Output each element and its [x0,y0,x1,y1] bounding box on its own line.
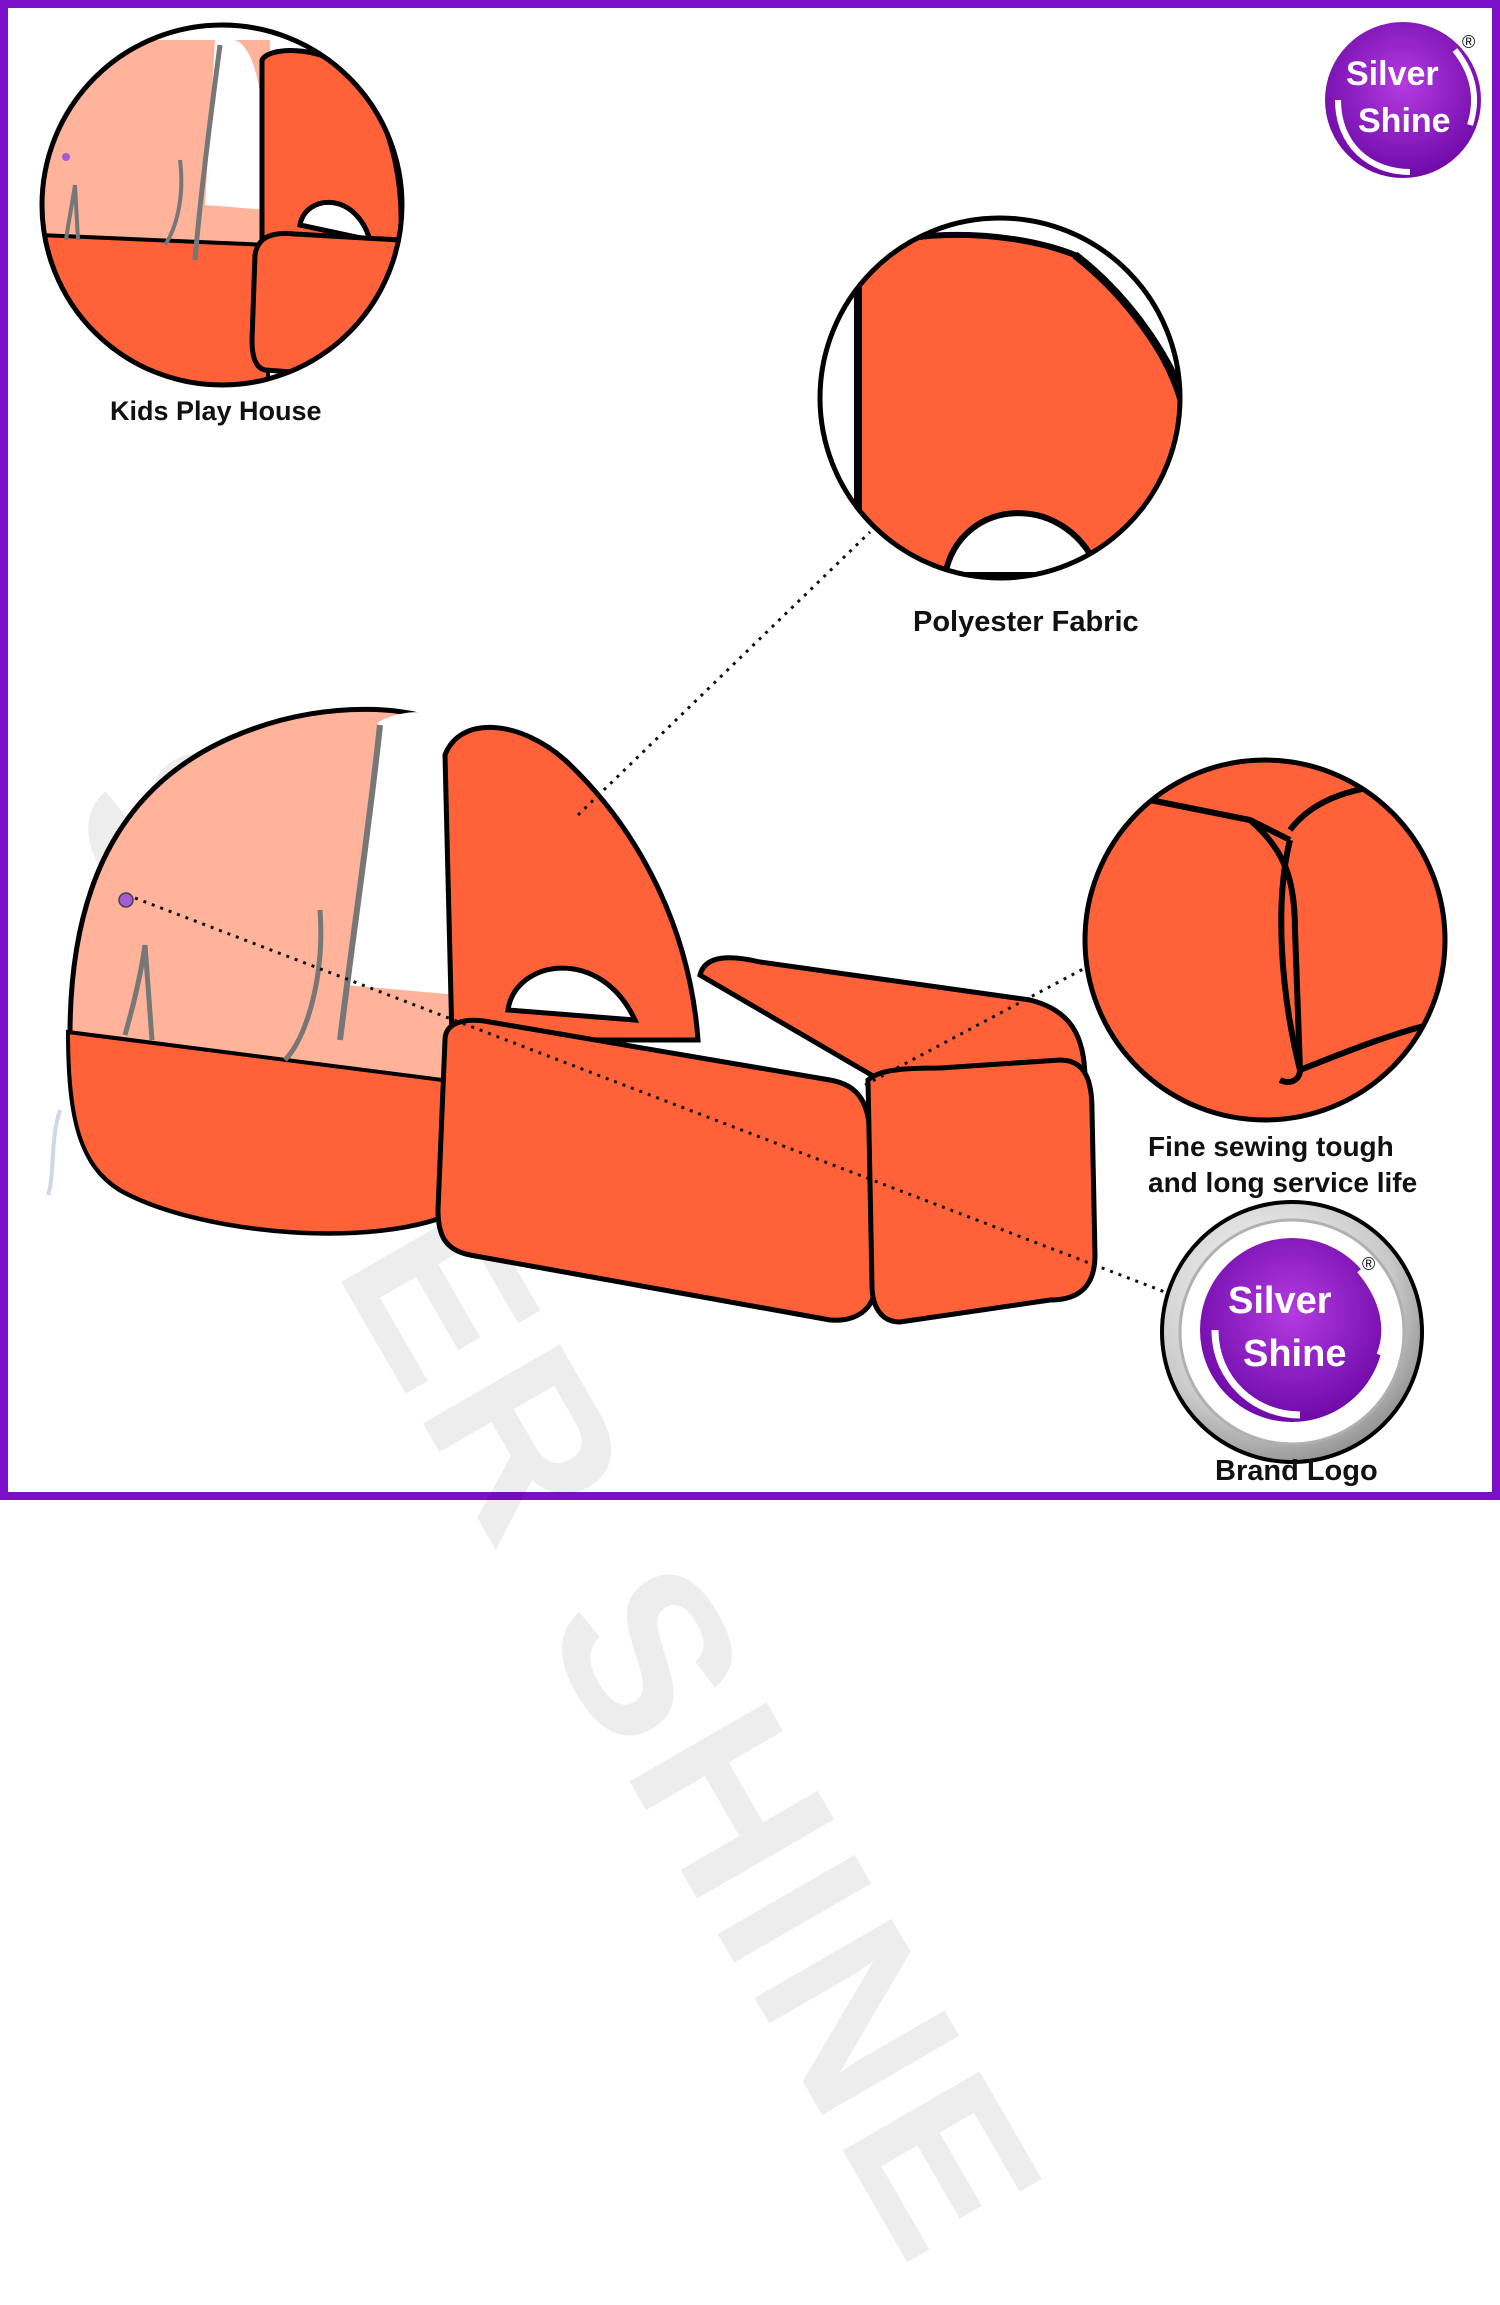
label-sewing-line2: and long service life [1148,1167,1418,1198]
leader-lines [134,530,1166,1294]
corner-logo [1325,22,1481,178]
tent-lower-band [65,1029,460,1236]
ballpit-end-panel [865,1057,1098,1325]
label-polyester-fabric: Polyester Fabric [913,606,1139,638]
kids-play-house-circle [39,22,405,388]
page-border [0,0,1500,1500]
corner-logo-word1: Silver [1346,55,1439,93]
kids-play-house-zoom [39,22,405,388]
product-illustration [39,22,1481,1464]
ballpit-front-panel [435,1017,878,1323]
brand-logo-word1: Silver [1228,1280,1332,1322]
leader-sewing [864,966,1086,1087]
fine-sewing-zoom [1082,757,1448,1123]
brand-logo-disc [1200,1238,1384,1422]
polyester-fabric-circle [817,215,1183,581]
brand-logo-registered-mark: ® [1362,1254,1376,1274]
brand-logo-word2: Shine [1243,1333,1347,1375]
tunnel-arch-hole [505,965,640,1023]
label-sewing-line1: Fine sewing tough [1148,1131,1394,1162]
leader-brand-logo [134,896,1166,1294]
label-brand-logo: Brand Logo [1215,1455,1378,1487]
brand-logo-zoom [1160,1200,1424,1464]
fine-sewing-circle [1082,757,1448,1123]
leader-polyester [576,530,872,817]
corner-logo-word2: Shine [1358,102,1451,140]
ballpit-back-wall [697,955,1088,1083]
polyester-fabric-zoom [817,215,1183,581]
tent-illustration [46,706,1098,1325]
corner-logo-registered-mark: ® [1462,32,1476,52]
tent-brand-tag [118,892,134,908]
label-kids-play-house: Kids Play House [110,396,322,426]
